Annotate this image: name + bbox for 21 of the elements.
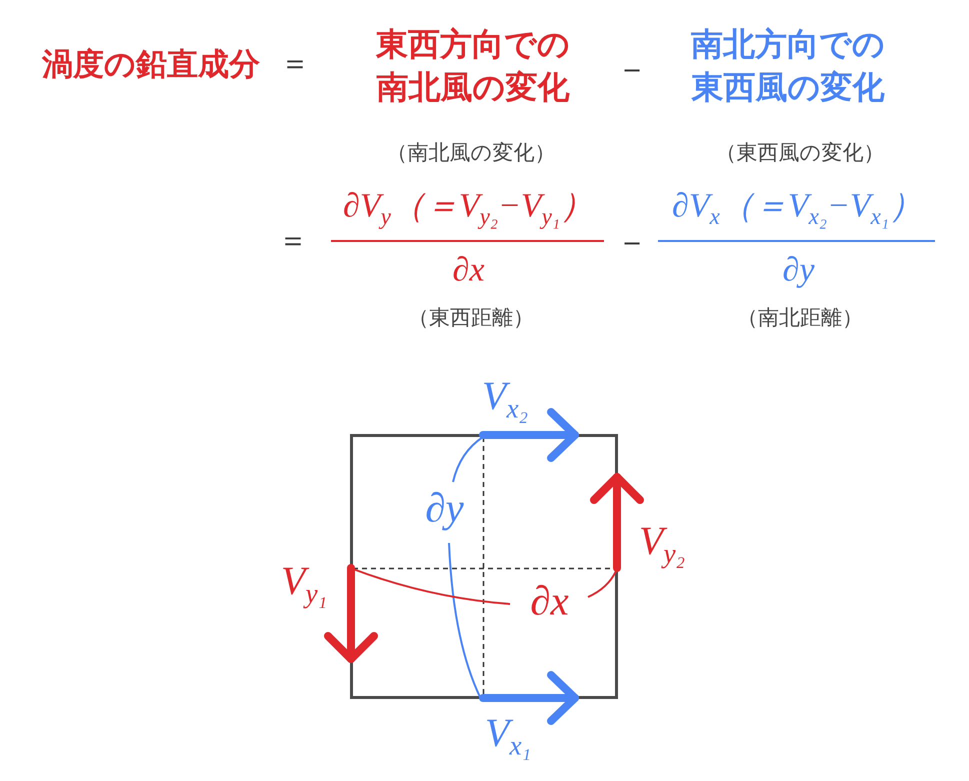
math-expression: ∂V$_{x}$（＝V$_{x₂}$−V$_{x₁}$） <box>672 186 924 232</box>
equation-term: 南北方向での東西風の変化 <box>690 24 886 108</box>
math-operator: ＝ <box>278 226 308 256</box>
math-operator: ＝ <box>280 49 310 79</box>
equation-term: 東西方向での南北風の変化 <box>374 24 571 108</box>
vector-label: V$_{y₁}$ <box>281 557 328 611</box>
equation-term: 渦度の鉛直成分 <box>42 46 260 84</box>
annotation-text: （東西距離） <box>408 305 534 331</box>
vector-label: V$_{x₂}$ <box>482 372 529 426</box>
math-expression: ∂y <box>782 250 816 291</box>
annotation-text: （東西風の変化） <box>716 140 884 166</box>
annotation-text: （南北風の変化） <box>386 140 556 166</box>
math-operator: − <box>622 231 642 255</box>
math-operator: − <box>622 58 642 82</box>
vector-label: V$_{x₁}$ <box>485 709 532 763</box>
vector-label: V$_{y₂}$ <box>639 517 686 571</box>
math-expression: ∂x <box>452 250 486 291</box>
dimension-label: ∂y <box>425 485 465 532</box>
annotation-text: （南北距離） <box>737 305 863 331</box>
math-expression: ∂V$_{y}$（＝V$_{y₂}$−V$_{y₁}$） <box>343 186 595 232</box>
dimension-label: ∂x <box>530 578 570 626</box>
